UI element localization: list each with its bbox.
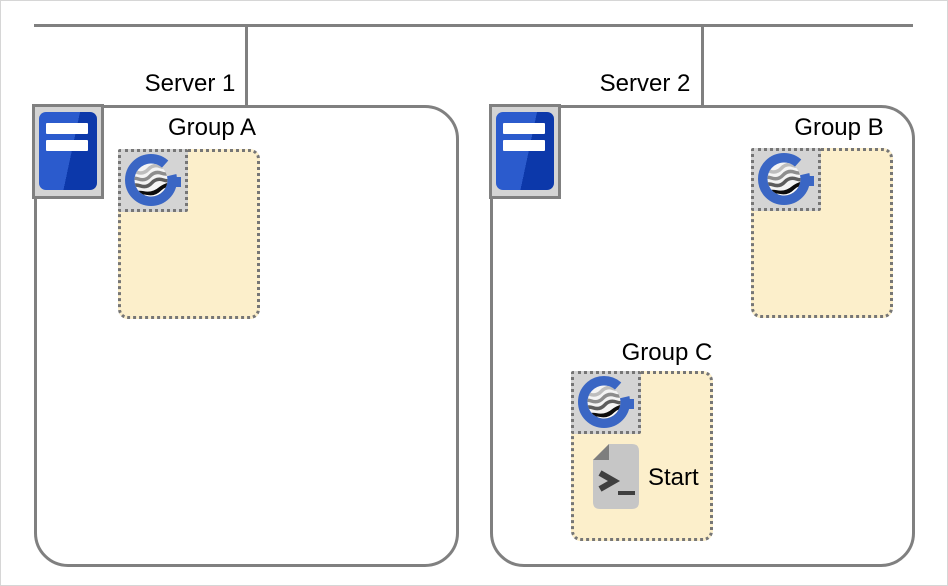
group-a-label: Group A: [167, 114, 257, 141]
gateway-logo-icon: [118, 149, 188, 212]
server1-connector-line: [245, 24, 248, 107]
group-c-label: Group C: [621, 339, 713, 366]
server2-label: Server 2: [599, 70, 691, 97]
group-a-container: [118, 149, 260, 319]
start-command-label: Start: [648, 464, 699, 491]
network-bus-line: [34, 24, 913, 27]
server-tower-icon: [39, 112, 97, 190]
server1-label: Server 1: [144, 70, 236, 97]
gateway-logo-icon: [751, 148, 821, 211]
server1-host-icon-box: [32, 104, 104, 199]
group-b-label: Group B: [794, 114, 884, 141]
gateway-logo-icon: [571, 371, 641, 434]
server-slot-bar: [503, 140, 545, 151]
server2-connector-line: [701, 24, 704, 107]
server2-host-icon-box: [489, 104, 561, 199]
server-tower-icon: [496, 112, 554, 190]
script-icon: [593, 444, 639, 509]
server-slot-bar: [46, 140, 88, 151]
server-slot-bar: [503, 123, 545, 134]
server-slot-bar: [46, 123, 88, 134]
